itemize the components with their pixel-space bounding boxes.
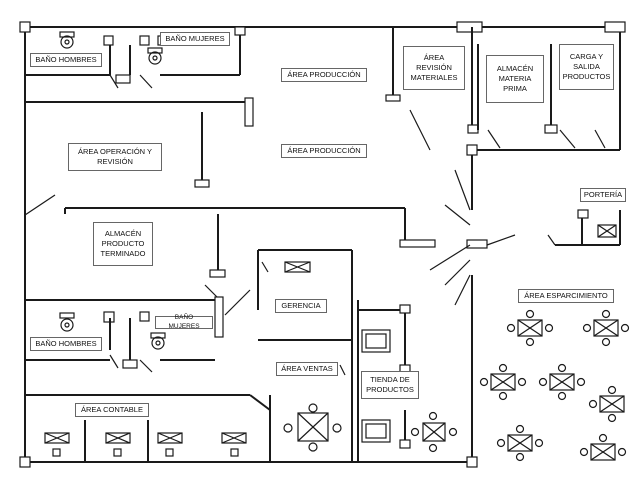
label-bano-mujeres-bottom: BAÑO MUJERES [155, 314, 213, 330]
label-area-esparcimiento: ÁREA ESPARCIMIENTO [518, 289, 614, 303]
label-gerencia: GERENCIA [275, 299, 327, 313]
label-bano-hombres-bottom: BAÑO HOMBRES [30, 337, 102, 351]
top-bathrooms [25, 26, 254, 127]
storage-rooms [467, 27, 606, 149]
desks [44, 403, 458, 457]
porteria-walls [486, 209, 621, 246]
label-area-operacion: ÁREA OPERACIÓN Y REVISIÓN [68, 143, 162, 171]
label-tienda: TIENDA DE PRODUCTOS [361, 371, 419, 399]
label-bano-hombres-top: BAÑO HOMBRES [30, 53, 102, 67]
label-area-produccion-1: ÁREA PRODUCCIÓN [281, 68, 367, 82]
label-almacen-terminado: ALMACÉN PRODUCTO TERMINADO [93, 222, 153, 266]
middle-walls [64, 169, 471, 306]
label-area-produccion-2: ÁREA PRODUCCIÓN [281, 144, 367, 158]
production-walls [24, 27, 431, 216]
label-porteria: PORTERÍA [580, 188, 626, 202]
office-walls [25, 249, 411, 462]
label-bano-mujeres-top: BAÑO MUJERES [160, 32, 230, 46]
outer-walls [24, 26, 621, 463]
label-carga-salida: CARGA Y SALIDA PRODUCTOS [559, 44, 614, 90]
label-area-ventas: ÁREA VENTAS [276, 362, 338, 376]
label-area-contable: ÁREA CONTABLE [75, 403, 149, 417]
label-almacen-materia: ALMACÉN MATERIA PRIMA [486, 55, 544, 103]
leisure-tables [479, 309, 630, 462]
label-area-revision: ÁREA REVISIÓN MATERIALES [403, 46, 465, 90]
bottom-bathrooms [25, 284, 251, 373]
columns [19, 21, 626, 468]
